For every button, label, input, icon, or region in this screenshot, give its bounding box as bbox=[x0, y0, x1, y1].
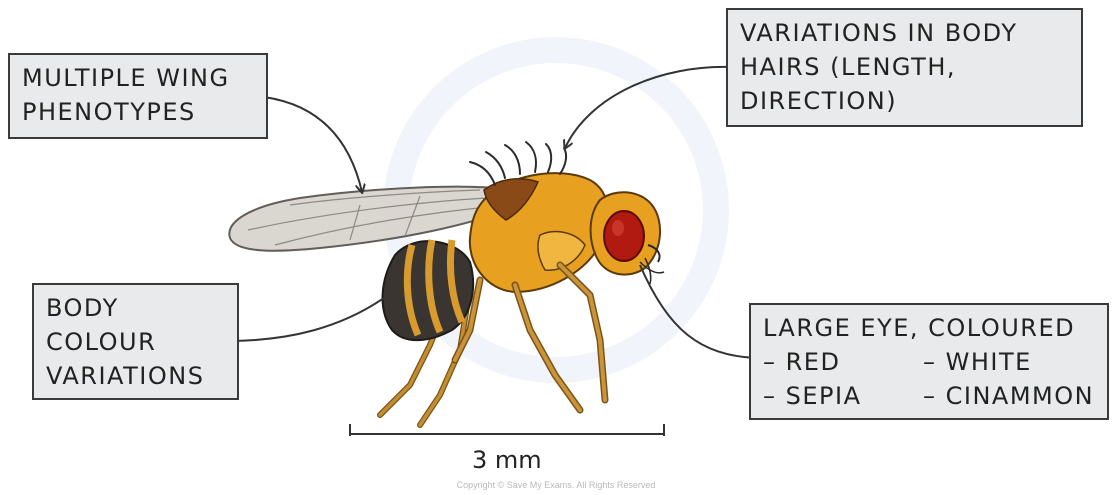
eye-option-white: – WHITE bbox=[923, 345, 1032, 379]
label-body-line-2: COLOUR bbox=[46, 325, 225, 359]
label-body-line-3: VARIATIONS bbox=[46, 359, 225, 393]
scale-bar-label: 3 mm bbox=[472, 446, 542, 474]
connector-wing bbox=[259, 93, 363, 193]
copyright-notice: Copyright © Save My Exams. All Rights Re… bbox=[0, 480, 1112, 490]
label-hairs-line-1: VARIATIONS IN BODY bbox=[740, 16, 1069, 50]
label-eye-colours: LARGE EYE, COLOURED – RED – WHITE – SEPI… bbox=[749, 303, 1109, 420]
label-wing-line-1: MULTIPLE WING bbox=[22, 61, 254, 95]
eye-option-sepia: – SEPIA bbox=[763, 379, 923, 413]
eye-option-cinammon: – CINAMMON bbox=[923, 379, 1094, 413]
label-body-hairs: VARIATIONS IN BODY HAIRS (LENGTH, DIRECT… bbox=[726, 8, 1083, 127]
fly-head bbox=[591, 192, 664, 284]
label-eye-title: LARGE EYE, COLOURED bbox=[763, 311, 1103, 345]
fly-eye bbox=[604, 211, 644, 261]
scale-bar bbox=[350, 424, 664, 436]
label-eye-row-1: – RED – WHITE bbox=[763, 345, 1103, 379]
eye-option-red: – RED bbox=[763, 345, 923, 379]
connector-body bbox=[228, 298, 385, 345]
label-body-line-1: BODY bbox=[46, 291, 225, 325]
label-body-colour: BODY COLOUR VARIATIONS bbox=[32, 283, 239, 400]
label-wing-phenotypes: MULTIPLE WING PHENOTYPES bbox=[8, 53, 268, 139]
label-hairs-line-3: DIRECTION) bbox=[740, 84, 1069, 118]
label-eye-row-2: – SEPIA – CINAMMON bbox=[763, 379, 1103, 413]
label-wing-line-2: PHENOTYPES bbox=[22, 95, 254, 129]
label-hairs-line-2: HAIRS (LENGTH, bbox=[740, 50, 1069, 84]
fly-thorax bbox=[470, 173, 608, 292]
